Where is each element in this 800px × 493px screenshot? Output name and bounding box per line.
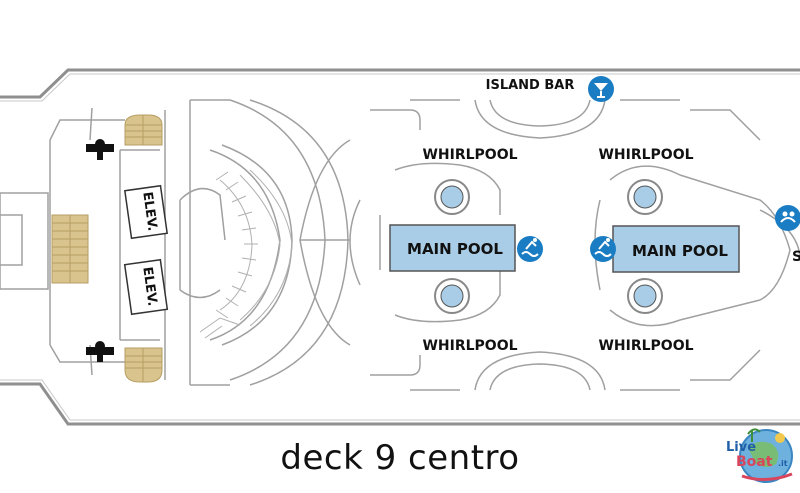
liveboat-logo: Live Boat .it bbox=[726, 428, 793, 483]
elev-label-top: ELEV. bbox=[139, 191, 159, 232]
restroom-icon bbox=[86, 139, 114, 160]
logo-text-line2: Boat bbox=[736, 454, 773, 470]
pool-swimmer-icon bbox=[590, 236, 616, 262]
whirlpool-top-left bbox=[434, 179, 470, 215]
hull-outline bbox=[0, 68, 800, 426]
island-bar-label: ISLAND BAR bbox=[486, 78, 575, 93]
whirlpool-label-top-right: WHIRLPOOL bbox=[598, 147, 693, 163]
pool-swimmer-icon bbox=[517, 236, 543, 262]
whirlpool-label-bottom-left: WHIRLPOOL bbox=[422, 338, 517, 354]
spa-icon bbox=[775, 205, 800, 231]
cocktail-icon bbox=[588, 76, 614, 102]
elev-label-bottom: ELEV. bbox=[139, 266, 159, 307]
deck-caption: deck 9 centro bbox=[280, 438, 520, 478]
stair-bottom bbox=[124, 347, 163, 383]
central-staircase bbox=[51, 214, 89, 284]
cut-off-label: S bbox=[792, 249, 800, 265]
whirlpool-top-right bbox=[627, 179, 663, 215]
elevator-top: ELEV. bbox=[123, 184, 169, 240]
elevator-bottom: ELEV. bbox=[123, 258, 169, 316]
whirlpool-label-top-left: WHIRLPOOL bbox=[422, 147, 517, 163]
atrium-structure bbox=[179, 99, 349, 386]
seating-arc bbox=[199, 169, 293, 339]
main-pool-right: MAIN POOL bbox=[612, 225, 740, 273]
main-pool-left-label: MAIN POOL bbox=[407, 240, 503, 258]
whirlpool-label-bottom-right: WHIRLPOOL bbox=[598, 338, 693, 354]
logo-text-line1: Live bbox=[726, 440, 756, 455]
whirlpool-bottom-right bbox=[627, 278, 663, 314]
logo-text-suffix: .it bbox=[778, 459, 788, 468]
restroom-icon bbox=[86, 341, 114, 362]
stair-top bbox=[124, 114, 163, 146]
whirlpool-bottom-left bbox=[434, 278, 470, 314]
main-pool-right-label: MAIN POOL bbox=[632, 242, 728, 260]
main-pool-left: MAIN POOL bbox=[389, 224, 516, 272]
